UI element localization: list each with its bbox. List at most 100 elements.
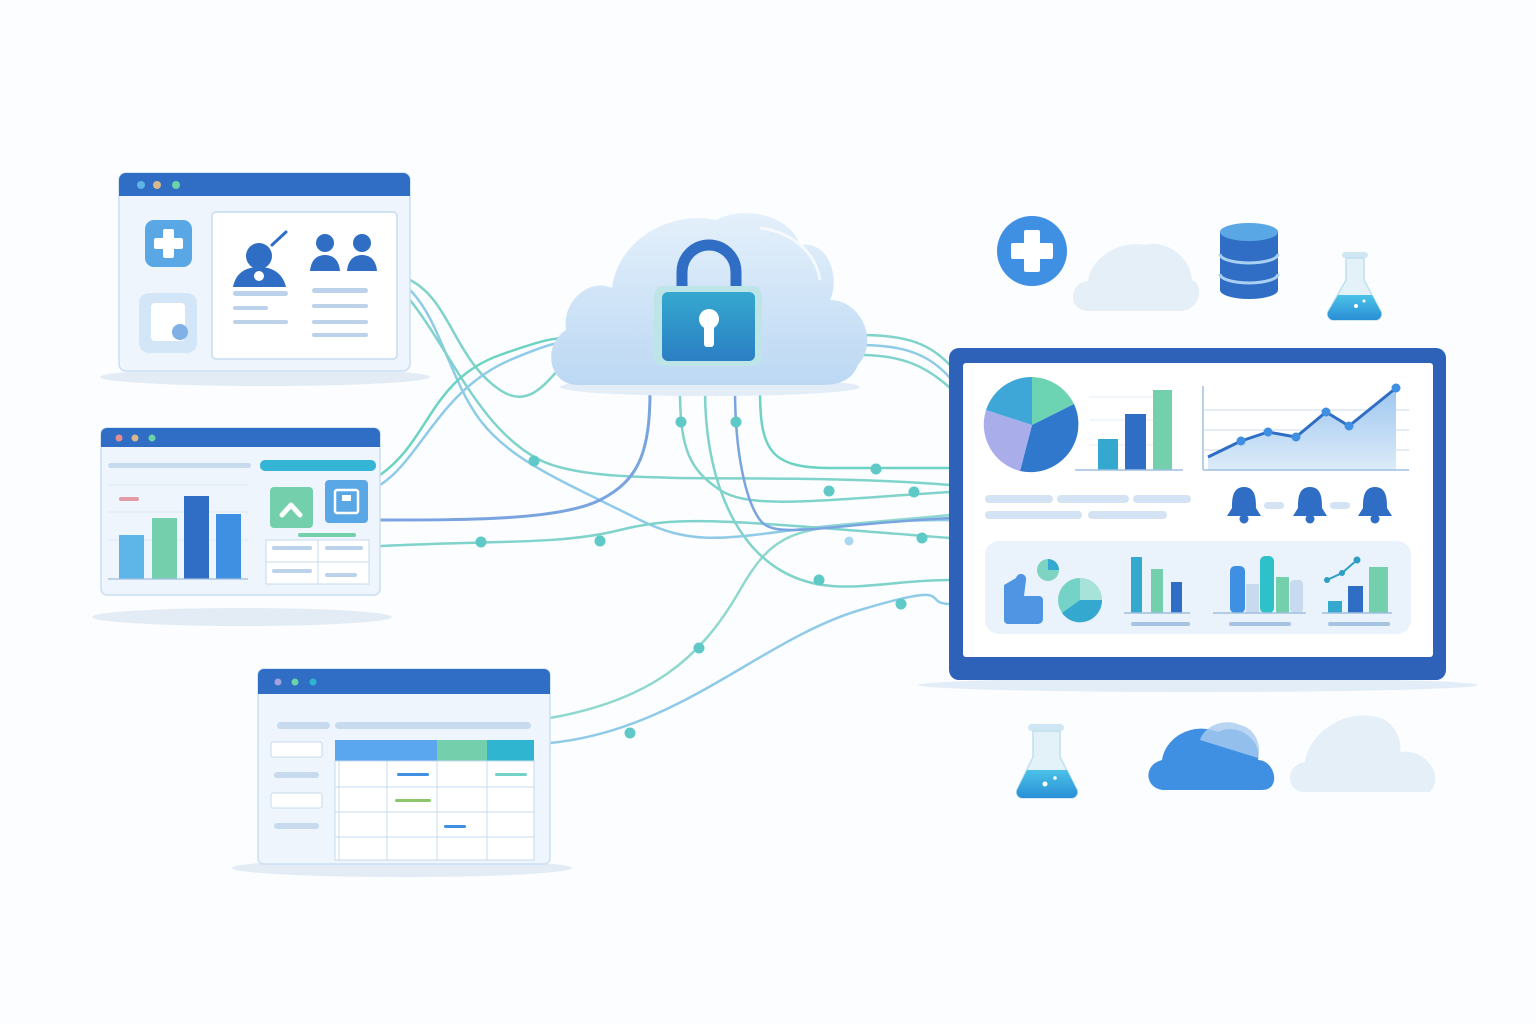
window-shadow — [100, 368, 430, 386]
text-placeholder — [272, 546, 312, 550]
user-group-icon — [310, 234, 377, 271]
dashboard-monitor — [918, 348, 1478, 692]
text-placeholder — [1131, 622, 1190, 626]
connector-line — [758, 388, 952, 470]
secure-cloud — [551, 213, 868, 396]
window-titlebar — [119, 173, 410, 196]
chart-bar — [1290, 580, 1303, 613]
window-dot — [274, 678, 282, 686]
chart-bar — [1153, 390, 1172, 470]
text-placeholder — [325, 573, 357, 577]
window-dot — [291, 678, 299, 686]
connector-node — [916, 532, 928, 544]
window-dot — [115, 434, 123, 442]
note-icon — [139, 293, 197, 353]
window-dot — [172, 181, 180, 189]
bell-icon — [1358, 487, 1392, 524]
table-cell-entry — [395, 799, 431, 802]
line-point — [1263, 427, 1273, 437]
text-placeholder — [272, 569, 312, 573]
schedule-window — [232, 668, 572, 877]
text-placeholder — [1133, 495, 1191, 503]
connector-node — [844, 536, 854, 546]
text-placeholder — [312, 320, 368, 324]
window-titlebar — [258, 669, 550, 694]
connector-node — [624, 727, 636, 739]
chart-bar — [184, 496, 209, 579]
line-point — [1236, 436, 1246, 446]
area-fill — [1208, 388, 1396, 470]
text-placeholder — [233, 291, 288, 296]
sidebar-item — [270, 741, 323, 758]
line-point — [1321, 407, 1331, 417]
flask-icon — [1015, 724, 1079, 799]
window-titlebar — [101, 428, 380, 447]
chart-bar — [1151, 569, 1163, 613]
text-placeholder — [312, 304, 368, 308]
text-placeholder — [277, 722, 330, 729]
text-placeholder — [335, 722, 531, 729]
table-header-cell — [487, 740, 534, 761]
connector-line — [733, 388, 952, 532]
window-dot — [131, 434, 139, 442]
table-body — [334, 760, 535, 861]
connector-node — [730, 416, 742, 428]
text-placeholder — [1264, 502, 1284, 509]
chart-bar — [1328, 601, 1342, 613]
chart-bar — [1131, 557, 1142, 613]
lock-icon — [654, 239, 762, 366]
chart-bar — [1246, 584, 1259, 613]
connector-line — [408, 288, 952, 539]
text-placeholder — [1330, 502, 1350, 509]
window-dot — [309, 678, 317, 686]
chart-bar — [216, 514, 241, 579]
table-header-cell — [437, 740, 487, 761]
connector-node — [870, 463, 882, 475]
text-placeholder — [274, 772, 319, 778]
connector-node — [823, 485, 835, 497]
chart-bar — [1125, 414, 1146, 470]
text-placeholder — [985, 495, 1053, 503]
database-icon — [1218, 223, 1280, 299]
mini-combo-chart — [1322, 556, 1392, 626]
pie-slice — [986, 376, 1032, 425]
text-placeholder — [1328, 622, 1390, 626]
chart-bar — [1348, 586, 1363, 613]
text-placeholder — [1229, 622, 1291, 626]
cloud-icon — [1290, 715, 1436, 792]
mini-bar-chart — [1213, 556, 1306, 626]
chart-bar — [119, 535, 144, 579]
connector-nodes — [475, 416, 928, 739]
table-header-cell — [335, 740, 437, 761]
cloud-icon — [1073, 244, 1200, 311]
chart-bar — [152, 518, 177, 579]
flask-icon — [1326, 252, 1383, 321]
text-placeholder — [108, 463, 251, 468]
connector-node — [475, 536, 487, 548]
table-cell-entry — [397, 773, 429, 776]
text-placeholder — [1057, 495, 1129, 503]
header-strip — [260, 460, 376, 471]
connector-node — [594, 535, 606, 547]
text-placeholder — [312, 333, 368, 337]
connector-node — [528, 455, 540, 467]
mini-bar-chart — [1124, 557, 1190, 626]
connector-line — [858, 333, 952, 367]
connector-line — [858, 343, 952, 380]
text-placeholder — [312, 288, 368, 293]
thumbs-up-icon — [1004, 573, 1043, 624]
pie-chart — [983, 376, 1079, 473]
text-placeholder — [274, 823, 319, 829]
table-cell-entry — [495, 773, 527, 776]
line-point — [1391, 383, 1401, 393]
monitor-shadow — [918, 678, 1478, 692]
bell-icon — [1293, 487, 1327, 524]
bar-chart — [1075, 390, 1183, 471]
connector-line — [548, 513, 952, 720]
text-placeholder — [233, 306, 268, 310]
chart-bar — [1260, 556, 1274, 613]
chart-bar — [1230, 566, 1245, 613]
doctor-avatar-icon — [233, 230, 288, 287]
connector-line — [858, 353, 952, 390]
